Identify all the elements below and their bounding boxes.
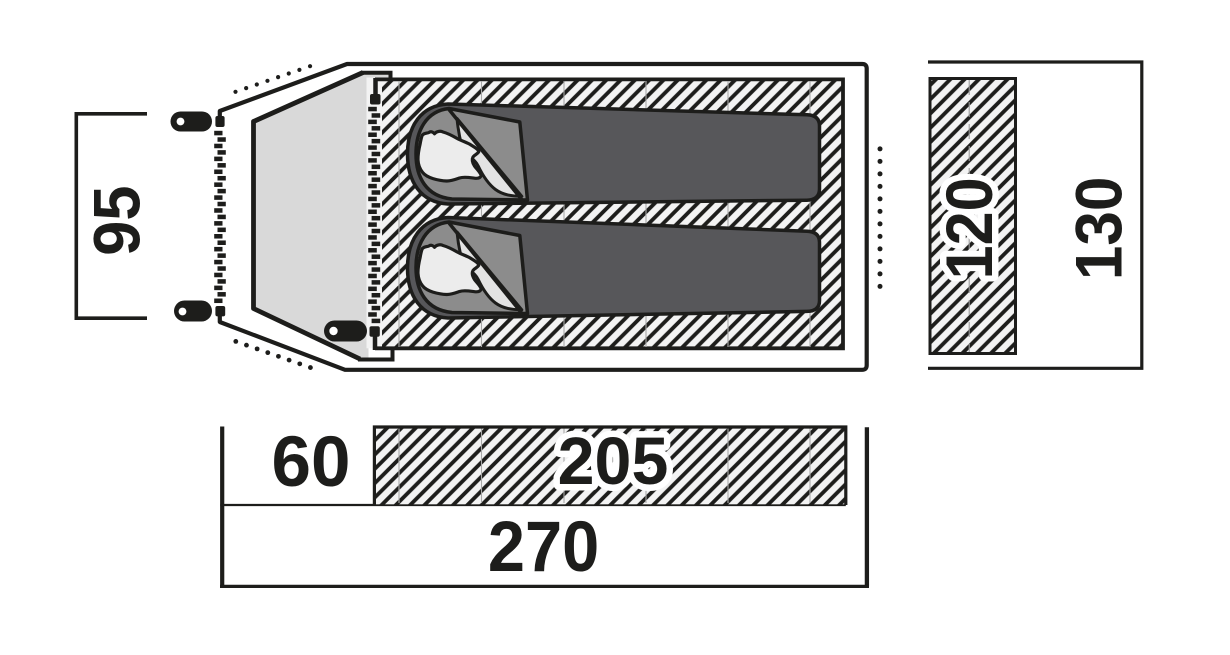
- svg-text:130: 130: [1062, 177, 1136, 281]
- svg-text:60: 60: [272, 423, 351, 502]
- svg-text:270: 270: [488, 507, 599, 586]
- svg-text:120: 120: [933, 177, 1007, 279]
- svg-text:95: 95: [79, 185, 153, 255]
- svg-text:205: 205: [558, 425, 669, 499]
